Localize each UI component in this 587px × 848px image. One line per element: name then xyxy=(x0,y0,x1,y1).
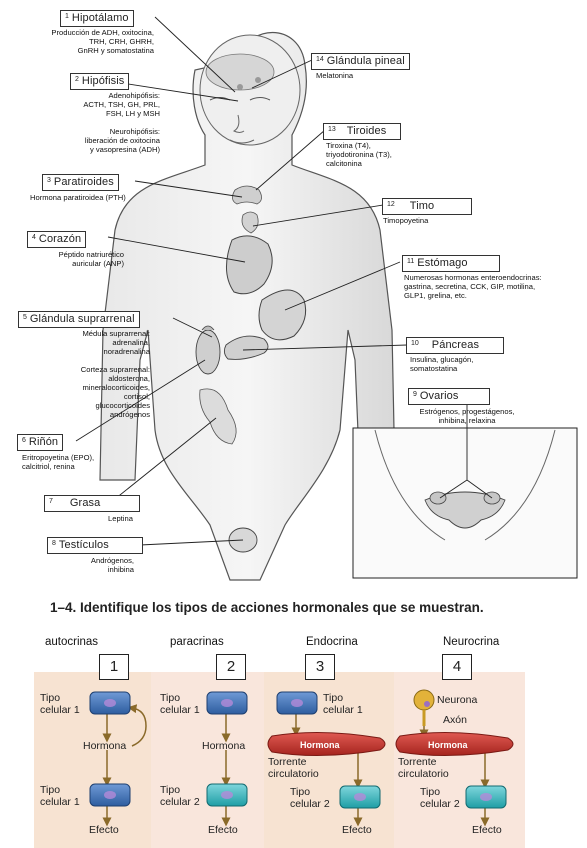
panel-title-paracrine: paracrinas xyxy=(170,636,224,648)
desc-corazon: Péptido natriurético auricular (ANP) xyxy=(58,250,124,268)
desc-tiroides: Tiroxina (T4), triyodotironina (T3), cal… xyxy=(326,141,392,168)
blood-vessel-neurocrine xyxy=(395,731,514,757)
answer-box-1[interactable]: 1 xyxy=(99,654,129,680)
neurocrine-axon-label: Axón xyxy=(443,714,467,726)
thyroid xyxy=(232,185,262,205)
desc-pancreas: Insulina, glucagón, somatostatina xyxy=(410,355,474,373)
answer-box-4[interactable]: 4 xyxy=(442,654,472,680)
desc-rinon: Eritropoyetina (EPO), calcitriol, renina xyxy=(22,453,95,471)
desc-hipotalamo: Producción de ADH, oxitocina, TRH, CRH, … xyxy=(51,28,154,55)
paracrine-cell1-label: Tipo celular 1 xyxy=(160,692,200,716)
autocrine-cell2-label: Tipo celular 1 xyxy=(40,784,80,808)
panel-title-autocrine: autocrinas xyxy=(45,636,99,648)
autocrine-cell1-label: Tipo celular 1 xyxy=(40,692,80,716)
desc-hipofisis: Adenohipófisis: ACTH, TSH, GH, PRL, FSH,… xyxy=(83,91,160,154)
neurocrine-effect-label: Efecto xyxy=(472,824,502,836)
desc-grasa: Leptina xyxy=(108,514,133,523)
paracrine-cell2-label: Tipo celular 2 xyxy=(160,784,200,808)
autocrine-hormone-label: Hormona xyxy=(83,740,127,752)
desc-estomago: Numerosas hormonas enteroendocrinas: gas… xyxy=(404,273,542,300)
neurocrine-cell2-label: Tipo celular 2 xyxy=(420,786,460,810)
endocrine-effect-label: Efecto xyxy=(342,824,372,836)
panel-title-endocrine: Endocrina xyxy=(306,636,358,648)
desc-ovarios: Estrógenos, progestágenos, inhibina, rel… xyxy=(419,407,515,425)
neuron-body xyxy=(413,689,435,711)
paracrine-effect-label: Efecto xyxy=(208,824,238,836)
neurocrine-neuron-label: Neurona xyxy=(437,694,478,706)
desc-timo: Timopoyetina xyxy=(383,216,429,225)
endocrine-cell1-label: Tipo celular 1 xyxy=(323,692,363,716)
endocrine-stream-label: Torrente circulatorio xyxy=(268,756,319,780)
desc-glandula-pineal: Melatonina xyxy=(316,71,354,80)
pancreas xyxy=(223,335,269,360)
endocrine-cell2-label: Tipo celular 2 xyxy=(290,786,330,810)
neurocrine-hormone-label: Hormona xyxy=(428,740,468,750)
fat-tissue xyxy=(199,388,237,445)
leader-lines xyxy=(75,16,408,546)
answer-box-3[interactable]: 3 xyxy=(305,654,335,680)
stomach xyxy=(258,289,307,341)
heart xyxy=(226,235,273,295)
autocrine-effect-label: Efecto xyxy=(89,824,119,836)
blood-vessel-endocrine xyxy=(267,731,386,757)
body-outline xyxy=(99,31,396,581)
neurocrine-stream-label: Torrente circulatorio xyxy=(398,756,449,780)
endocrine-hormone-label: Hormona xyxy=(300,740,340,750)
panel-title-neurocrine: Neurocrina xyxy=(443,636,500,648)
question-title: 1–4. Identifique los tipos de acciones h… xyxy=(50,600,484,615)
desc-testiculos: Andrógenos, inhibina xyxy=(90,556,134,574)
desc-paratiroides: Hormona paratiroidea (PTH) xyxy=(30,193,126,202)
answer-box-2[interactable]: 2 xyxy=(216,654,246,680)
body-illustration xyxy=(75,16,578,581)
desc-glandula-suprarrenal: Médula suprarrenal: adrenalina, noradren… xyxy=(80,329,150,419)
paracrine-hormone-label: Hormona xyxy=(202,740,246,752)
